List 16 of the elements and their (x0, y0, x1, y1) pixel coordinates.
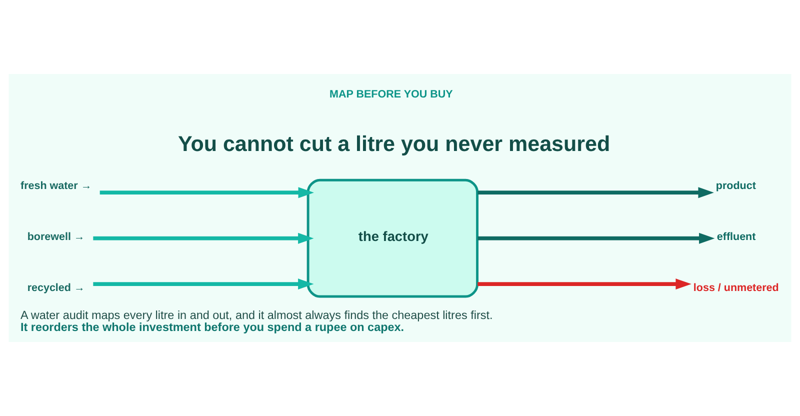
label: MAP BEFORE YOU BUY (330, 88, 453, 100)
caption: A water audit maps every litre in and out, and it almost always finds the cheapest litres first. It reorders the whole investment before you spend a rupee on capex. (20, 309, 493, 334)
node-text: loss / unmetered (693, 282, 779, 294)
node-text: recycled → (27, 282, 85, 294)
arrow (478, 278, 692, 290)
arrow (93, 232, 314, 244)
node-text: effluent (716, 231, 756, 244)
node-text: product (716, 180, 756, 192)
node-text: fresh water → (20, 180, 92, 192)
node-text: borewell → (27, 231, 85, 244)
arrow (100, 187, 314, 198)
arrow (478, 232, 715, 244)
node-box: the factory (306, 178, 478, 298)
arrow (478, 187, 714, 198)
arrow (93, 278, 314, 290)
diagram-title: You cannot cut a litre you never measured (178, 132, 610, 156)
